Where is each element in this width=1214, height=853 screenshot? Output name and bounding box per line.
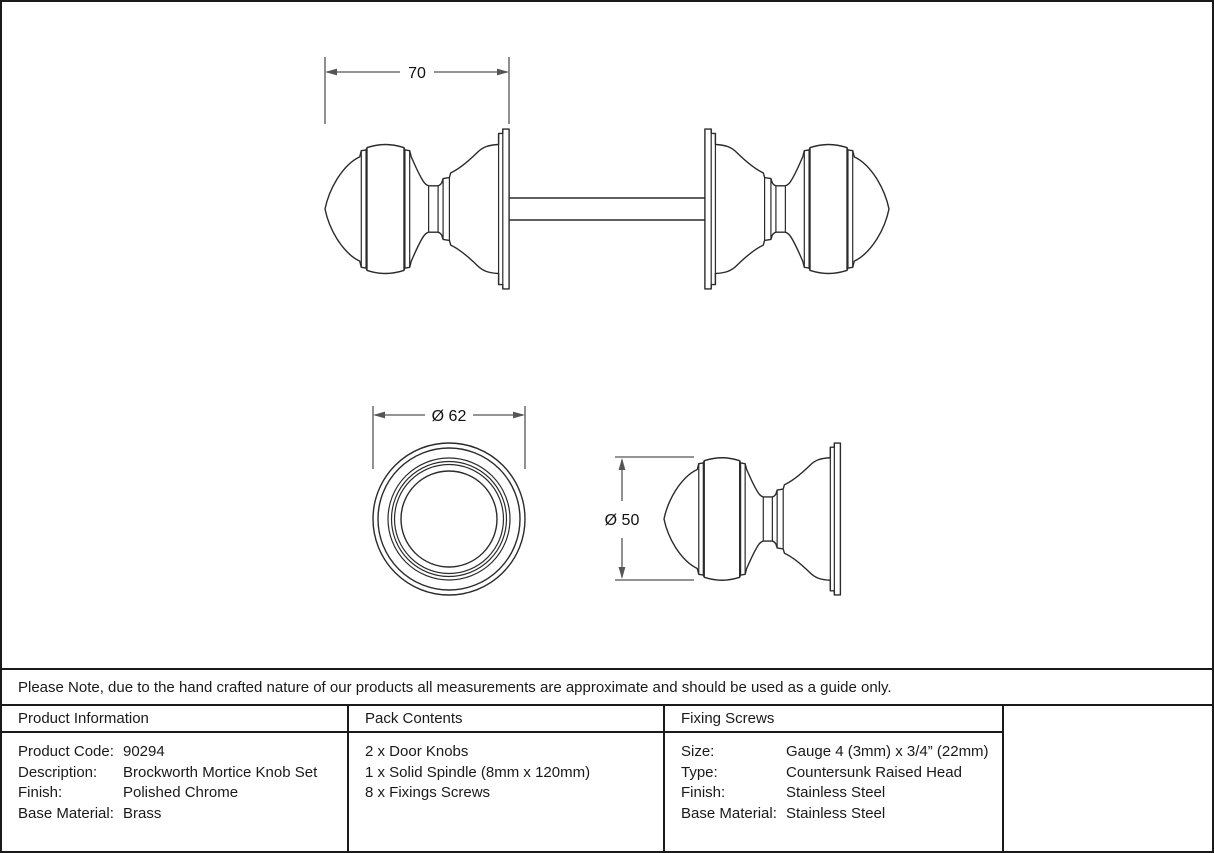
screw-finish-value: Stainless Steel [786, 784, 886, 801]
screw-finish-label: Finish: [681, 784, 726, 801]
product-code-value: 90294 [123, 743, 165, 760]
dimension-70: 70 [324, 57, 510, 124]
table-row: Base Material: Stainless Steel [681, 804, 1002, 825]
table-row: Base Material: Brass [18, 804, 347, 825]
header-pack-contents: Pack Contents [349, 706, 665, 733]
pack-contents-cell: 2 x Door Knobs 1 x Solid Spindle (8mm x … [349, 733, 665, 851]
knob-front-view [372, 442, 526, 596]
description-value: Brockworth Mortice Knob Set [123, 763, 318, 781]
header-pack-contents-label: Pack Contents [365, 710, 463, 727]
screw-base-material-label: Base Material: [681, 804, 777, 822]
table-row: Size: Gauge 4 (3mm) x 3/4” (22mm) [681, 742, 1002, 763]
screw-base-material-value: Stainless Steel [786, 804, 886, 822]
measurement-note: Please Note, due to the hand crafted nat… [2, 668, 1212, 704]
technical-drawing: 70 Ø 62 [323, 57, 891, 597]
table-row: Type: Countersunk Raised Head [681, 763, 1002, 784]
header-product-information-label: Product Information [18, 710, 149, 727]
table-row: Description: Brockworth Mortice Knob Set [18, 763, 347, 784]
door-knob-left [323, 127, 511, 291]
screw-type-value: Countersunk Raised Head [786, 763, 962, 781]
spec-table: Product Information Pack Contents Fixing… [2, 704, 1212, 851]
door-knob-right [703, 127, 891, 291]
table-row: Product Code: 90294 [18, 742, 347, 763]
product-information-cell: Product Code: 90294 Description: Brockwo… [2, 733, 349, 851]
header-product-information: Product Information [2, 706, 349, 733]
pack-item: 8 x Fixings Screws [365, 784, 491, 801]
pack-item: 2 x Door Knobs [365, 743, 469, 760]
table-row: Finish: Stainless Steel [681, 783, 1002, 804]
spindle [508, 197, 706, 221]
table-row: Finish: Polished Chrome [18, 783, 347, 804]
header-fixing-screws-label: Fixing Screws [681, 710, 775, 727]
finish-label: Finish: [18, 784, 63, 801]
finish-value: Polished Chrome [123, 784, 239, 801]
dimension-62-label: Ø 62 [432, 408, 467, 425]
header-fixing-screws: Fixing Screws [665, 706, 1004, 733]
base-material-label: Base Material: [18, 804, 114, 822]
product-code-label: Product Code: [18, 743, 114, 760]
dimension-62: Ø 62 [372, 406, 526, 469]
base-material-value: Brass [123, 804, 162, 822]
screw-type-label: Type: [681, 763, 718, 781]
pack-item: 1 x Solid Spindle (8mm x 120mm) [365, 763, 591, 781]
fixing-screws-cell: Size: Gauge 4 (3mm) x 3/4” (22mm) Type: … [665, 733, 1004, 851]
screw-size-value: Gauge 4 (3mm) x 3/4” (22mm) [786, 743, 989, 760]
dimension-50: Ø 50 [605, 456, 694, 581]
empty-cell [1004, 706, 1212, 851]
description-label: Description: [18, 763, 98, 781]
measurement-note-text: Please Note, due to the hand crafted nat… [18, 678, 892, 696]
screw-size-label: Size: [681, 743, 715, 760]
dimension-50-label: Ø 50 [605, 512, 640, 529]
door-knob-side-view [662, 441, 843, 597]
dimension-70-label: 70 [408, 65, 426, 82]
